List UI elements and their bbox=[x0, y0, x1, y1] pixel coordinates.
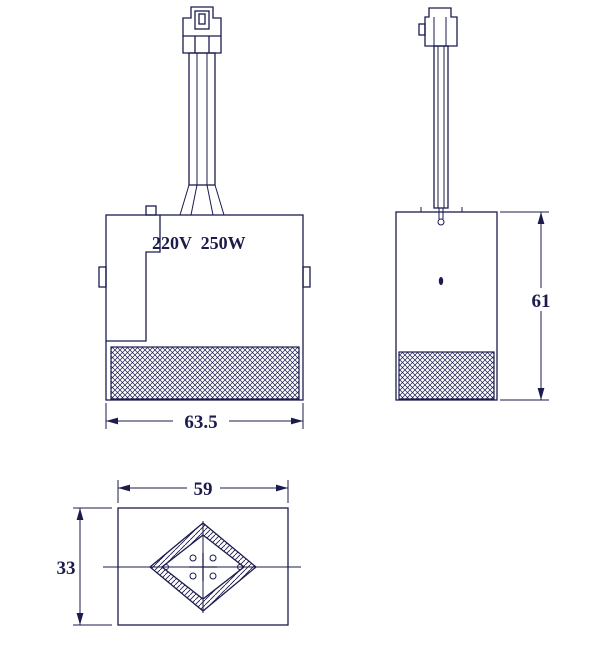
connector-plug-side bbox=[418, 7, 458, 47]
burner-outer bbox=[148, 522, 258, 612]
top-boss bbox=[145, 205, 157, 216]
connector-inner-detail bbox=[198, 13, 206, 25]
burner-inner bbox=[160, 534, 246, 600]
front-view: 220V 250W bbox=[98, 6, 311, 401]
lead-wires bbox=[179, 184, 225, 216]
ceramic-hatch-front bbox=[110, 346, 300, 400]
connector-outline bbox=[182, 6, 222, 54]
stem-pin-hook bbox=[437, 218, 445, 226]
connector-side-outline bbox=[424, 7, 458, 47]
connector-side-latch bbox=[418, 23, 426, 36]
stem-side bbox=[433, 45, 449, 226]
connector-plug bbox=[182, 6, 222, 54]
connector-inner bbox=[194, 10, 210, 30]
side-view bbox=[395, 7, 498, 401]
dim-width-front-value: 63.5 bbox=[184, 412, 217, 433]
wire-sleeve bbox=[188, 52, 216, 186]
side-tab-left bbox=[98, 266, 107, 288]
dim-width-bottom-value: 59 bbox=[194, 479, 213, 500]
dim-depth-bottom: 33 bbox=[57, 507, 112, 626]
bottom-view bbox=[103, 507, 301, 626]
dim-depth-bottom-value: 33 bbox=[57, 558, 76, 579]
center-cross bbox=[163, 553, 243, 581]
dim-height-side-value: 61 bbox=[532, 291, 551, 312]
dim-height-side: 61 bbox=[500, 211, 555, 401]
power-rating-label: 220V 250W bbox=[152, 233, 246, 253]
internal-step-line bbox=[106, 215, 161, 342]
lamp-body-front bbox=[105, 214, 304, 401]
dim-width-bottom: 59 bbox=[117, 479, 289, 503]
side-tab-right bbox=[302, 266, 311, 288]
lamp-body-side bbox=[395, 211, 498, 401]
ceramic-hatch-side bbox=[398, 351, 495, 400]
pin-hole bbox=[438, 277, 444, 285]
dim-width-front: 63.5 bbox=[105, 403, 304, 433]
